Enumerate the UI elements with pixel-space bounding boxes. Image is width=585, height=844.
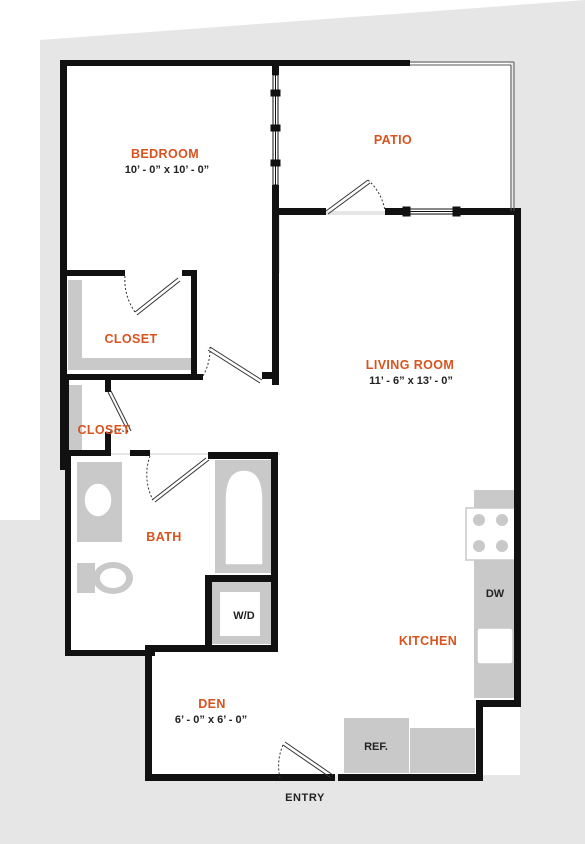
patio-railing — [410, 61, 515, 211]
kitchen-label: KITCHEN — [399, 634, 457, 648]
closet-2-label: CLOSET — [77, 423, 130, 437]
den-label: DEN — [198, 697, 226, 711]
pantry-counter — [410, 728, 475, 773]
closet-1-label: CLOSET — [104, 332, 157, 346]
burner-icon — [473, 514, 485, 526]
burner-icon — [496, 514, 508, 526]
door-swings — [107, 179, 386, 779]
entry-label: ENTRY — [285, 792, 325, 804]
dw-label: DW — [486, 588, 505, 600]
dimension-labels: 10’ - 0” x 10’ - 0” 11’ - 6” x 13’ - 0” … — [125, 164, 453, 726]
tub-basin-icon — [224, 469, 264, 566]
sink-icon — [83, 482, 113, 518]
living-room-label: LIVING ROOM — [366, 358, 454, 372]
ref-label: REF. — [364, 741, 388, 753]
stove-icon — [465, 507, 517, 561]
patio-label: PATIO — [374, 133, 412, 147]
bedroom-label: BEDROOM — [131, 147, 199, 161]
bath-label: BATH — [146, 530, 181, 544]
burner-icon — [496, 540, 508, 552]
patio-slider — [402, 206, 461, 217]
bedroom-dims: 10’ - 0” x 10’ - 0” — [125, 164, 209, 176]
walls — [60, 60, 521, 781]
kitchen-sink-icon — [476, 627, 514, 665]
den-dims: 6’ - 0” x 6’ - 0” — [175, 714, 247, 726]
bedroom-slider-window — [270, 74, 281, 186]
closet-shelf — [68, 280, 82, 370]
toilet-icon — [77, 562, 133, 594]
fixture-labels: DW W/D REF. — [233, 588, 504, 753]
living-room-dims: 11’ - 6” x 13’ - 0” — [369, 375, 453, 387]
fixture-details — [83, 469, 517, 768]
closet-shelf — [68, 358, 193, 370]
closet-shelf — [68, 385, 82, 450]
burner-icon — [473, 540, 485, 552]
wd-label: W/D — [233, 610, 254, 622]
room-labels: BEDROOM PATIO CLOSET CLOSET LIVING ROOM … — [77, 133, 457, 711]
